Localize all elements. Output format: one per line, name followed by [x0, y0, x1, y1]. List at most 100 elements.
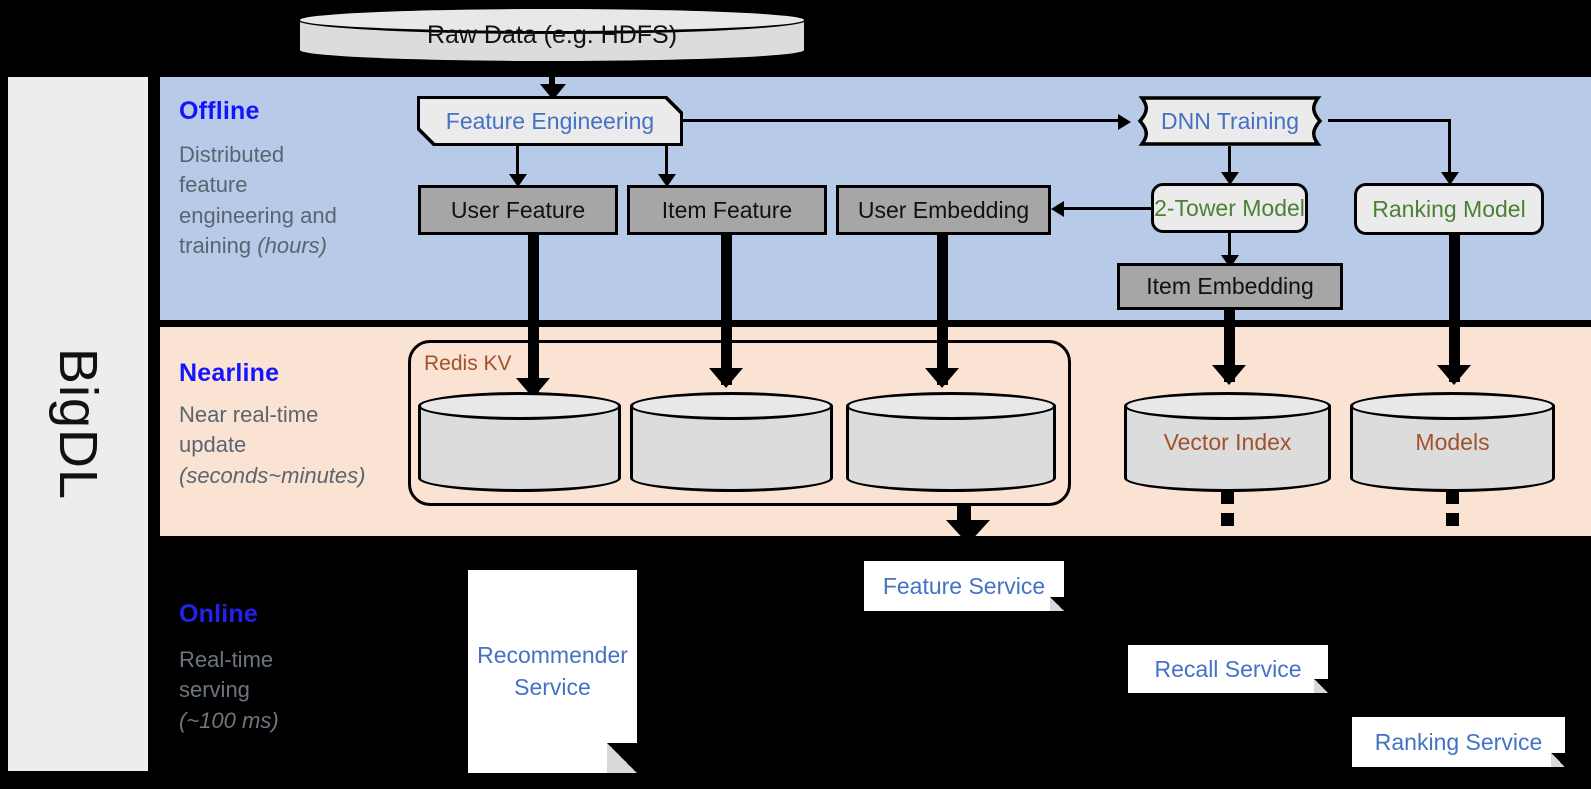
models-label: Models [1415, 428, 1490, 455]
redis-cylinder-item-feature[interactable] [630, 392, 833, 492]
ranking-service-node[interactable]: Ranking Service [1352, 717, 1565, 767]
pipe-itemfeature-to-redis [721, 235, 732, 385]
raw-data-cylinder-top [297, 6, 807, 34]
offline-stage-desc: Distributed feature engineering and trai… [179, 140, 394, 261]
cylinder-top [630, 392, 833, 420]
dnn-training-shape [1137, 96, 1323, 146]
nearline-desc-l1: Near real-time [179, 402, 319, 427]
offline-desc-l2: feature [179, 172, 248, 198]
offline-desc-l4: training [179, 233, 258, 259]
cylinder-top [846, 392, 1056, 420]
page-fold-icon [1551, 753, 1565, 767]
nearline-stage-desc: Near real-time update (seconds~minutes) [179, 400, 414, 491]
cylinder-body [846, 406, 1056, 492]
cylinder-body [418, 406, 621, 492]
vector-index-label: Vector Index [1163, 428, 1292, 455]
dash-models-2 [1446, 513, 1459, 526]
offline-desc-l3: engineering and [179, 202, 337, 228]
ranking-model-label: Ranking Model [1372, 195, 1526, 222]
arrow-fe-to-itemfeature-line [665, 146, 668, 178]
cylinder-top [418, 392, 621, 420]
bigdl-label-text: BigDL [48, 347, 108, 501]
pipe-itemfeature-head [709, 368, 743, 388]
online-desc-l2: serving [179, 677, 250, 703]
recall-service-node[interactable]: Recall Service [1128, 645, 1328, 693]
recall-service-label: Recall Service [1154, 655, 1302, 682]
item-embedding-node[interactable]: Item Embedding [1117, 263, 1343, 310]
feature-engineering-node[interactable]: Feature Engineering [417, 96, 683, 146]
nearline-stage-title: Nearline [179, 359, 280, 387]
arrow-fe-to-userfeature-head [509, 174, 527, 187]
pipe-userfeature-to-redis [528, 235, 539, 395]
page-fold-icon [607, 743, 637, 773]
arrow-dnn-to-ranking-head [1441, 172, 1459, 185]
models-cylinder[interactable]: Models [1350, 392, 1555, 492]
dash-models-1 [1446, 489, 1459, 504]
bigdl-rail: BigDL [8, 77, 148, 771]
recommender-service-label-l2: Service [514, 673, 591, 700]
online-stage-desc: Real-time serving (~100 ms) [179, 645, 394, 736]
user-embedding-node[interactable]: User Embedding [836, 185, 1051, 235]
user-feature-node[interactable]: User Feature [418, 185, 618, 235]
pipe-itemembedding-to-vectorindex [1224, 310, 1235, 382]
ranking-model-node[interactable]: Ranking Model [1354, 183, 1544, 235]
arrow-dnn-to-ranking-v [1448, 119, 1451, 177]
dash-vectorindex-1 [1221, 489, 1234, 504]
offline-stage-title: Offline [179, 97, 260, 125]
dnn-training-node[interactable]: DNN Training [1132, 96, 1328, 146]
arrow-dnn-to-twotower-line [1228, 146, 1231, 178]
feature-service-label: Feature Service [882, 572, 1046, 599]
pipe-rankingmodel-head [1437, 365, 1471, 385]
ranking-service-label: Ranking Service [1374, 728, 1543, 755]
pipe-rankingmodel-to-models [1449, 235, 1460, 382]
arrow-dnn-to-ranking-h [1328, 119, 1451, 122]
online-desc-l3-em: (~100 ms) [179, 707, 279, 733]
dash-redis-to-featureservice-1 [957, 506, 971, 520]
online-desc-l1: Real-time [179, 647, 274, 672]
user-embedding-label: User Embedding [857, 196, 1030, 223]
item-feature-label: Item Feature [661, 196, 793, 223]
two-tower-model-label: 2-Tower Model [1154, 194, 1305, 221]
pipe-userembedding-head [925, 368, 959, 388]
two-tower-model-node[interactable]: 2-Tower Model [1151, 183, 1308, 233]
arrow-fe-to-dnn-line [683, 119, 1119, 122]
vector-index-cylinder[interactable]: Vector Index [1124, 392, 1331, 492]
feature-engineering-label: Feature Engineering [420, 99, 680, 143]
redis-cylinder-user-embedding[interactable] [846, 392, 1056, 492]
feature-service-node[interactable]: Feature Service [864, 561, 1064, 611]
pipe-itemembedding-head [1212, 365, 1246, 385]
arrow-fe-to-userfeature-line [516, 146, 519, 178]
dash-vectorindex-2 [1221, 513, 1234, 526]
arrow-twotower-to-userembedding-head [1051, 201, 1064, 217]
nearline-desc-l3-em: (seconds~minutes) [179, 462, 366, 488]
pipe-userembedding-to-redis [937, 235, 948, 385]
cylinder-top [1350, 392, 1555, 420]
arrow-fe-to-dnn-head [1118, 114, 1131, 130]
page-fold-icon [1050, 597, 1064, 611]
dash-redis-to-featureservice-head [946, 520, 990, 544]
arrow-twotower-to-itememb-line [1228, 233, 1231, 261]
cylinder-body [1124, 406, 1331, 492]
cylinder-top [1124, 392, 1331, 420]
recommender-service-node[interactable]: Recommender Service [468, 570, 637, 773]
raw-data-label: Raw Data (e.g. HDFS) [426, 20, 678, 49]
offline-desc-l4-em: (hours) [257, 233, 327, 259]
redis-cylinder-user-feature[interactable] [418, 392, 621, 492]
item-embedding-label: Item Embedding [1146, 273, 1314, 299]
redis-kv-label: Redis KV [424, 352, 512, 375]
online-stage-title: Online [179, 600, 258, 628]
arrow-dnn-to-twotower-head [1221, 172, 1239, 185]
cylinder-body [630, 406, 833, 492]
bigdl-label: BigDL [8, 77, 148, 771]
user-feature-label: User Feature [450, 196, 586, 223]
raw-data-cylinder: Raw Data (e.g. HDFS) [297, 6, 807, 64]
item-feature-node[interactable]: Item Feature [627, 185, 827, 235]
redis-kv-group [408, 340, 1071, 506]
dnn-training-label: DNN Training [1160, 107, 1300, 134]
arrow-fe-to-itemfeature-head [658, 174, 676, 187]
recommender-service-label-l1: Recommender [477, 642, 628, 669]
arrow-rawdata-to-fe-line [549, 64, 555, 88]
nearline-desc-l2: update [179, 432, 247, 458]
arrow-twotower-to-userembedding-line [1064, 207, 1152, 210]
